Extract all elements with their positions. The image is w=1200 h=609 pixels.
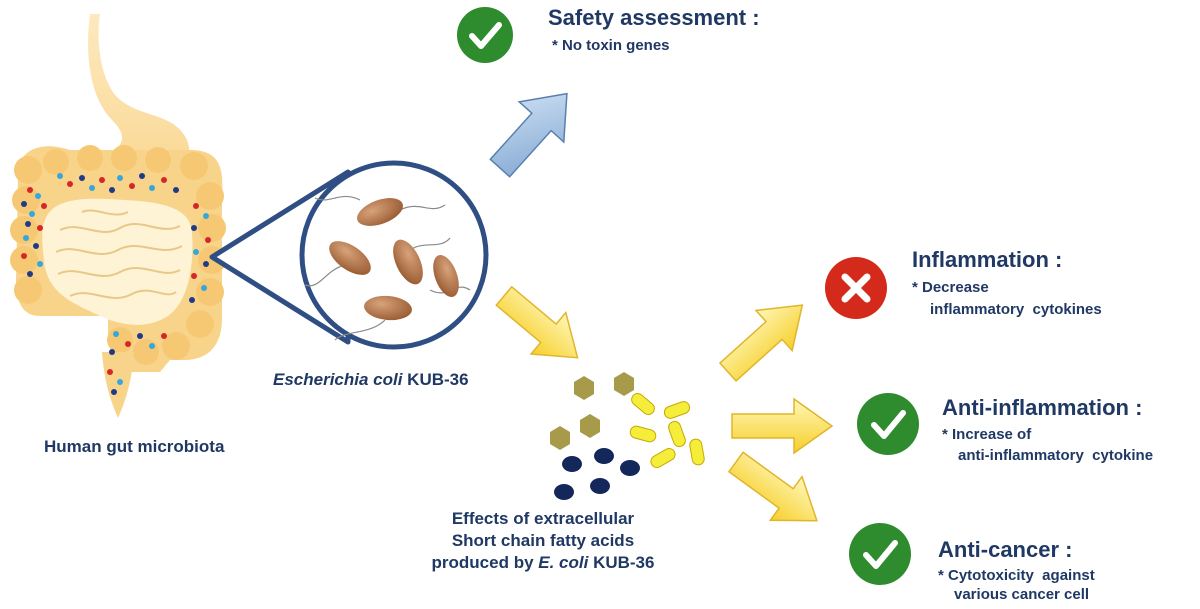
safety-title: Safety assessment : xyxy=(548,5,760,30)
inflammation-title: Inflammation : xyxy=(912,247,1063,272)
anti-cancer-title: Anti-cancer : xyxy=(938,537,1073,562)
microbe-cluster xyxy=(189,203,211,303)
rod-molecules xyxy=(629,393,705,468)
rectum-shape xyxy=(102,352,134,418)
safety-check-icon xyxy=(457,7,513,63)
magnifier-callout xyxy=(209,160,489,350)
inflammation-detail-2: inflammatory cytokines xyxy=(930,301,1102,318)
human-gut-illustration xyxy=(10,14,226,418)
inflammation-cross-icon xyxy=(825,257,887,319)
anti-cancer-check-icon xyxy=(849,523,911,585)
blue-arrow-to-safety xyxy=(489,92,568,178)
microbe-cluster xyxy=(57,173,179,193)
strain-label: Escherichia coli KUB-36 xyxy=(273,370,469,390)
anti-cancer-detail-2: various cancer cell xyxy=(954,586,1090,603)
bacterium xyxy=(393,239,423,285)
microbe-cluster xyxy=(21,187,47,277)
anti-inflammation-detail-2: anti-inflammatory cytokine xyxy=(958,447,1154,464)
bacterium xyxy=(329,241,371,275)
anti-cancer-detail-1: * Cytotoxicity against xyxy=(938,567,1095,584)
hexagon-molecules xyxy=(550,372,634,450)
gut-label: Human gut microbiota xyxy=(44,437,225,456)
bacteria-group xyxy=(304,195,471,341)
colon-bumps xyxy=(10,145,226,365)
strain-id: KUB-36 xyxy=(402,370,469,389)
yellow-arrow-to-inflammation xyxy=(718,304,804,382)
scfa-caption: Effects of extracellular Short chain fat… xyxy=(408,508,678,574)
anti-inflammation-detail-1: * Increase of xyxy=(942,426,1032,443)
strain-species: Escherichia coli xyxy=(273,370,403,389)
scfa-line-3: produced by E. coli KUB-36 xyxy=(431,553,655,572)
intestine-folds xyxy=(55,209,183,299)
microbe-clusters xyxy=(21,173,211,395)
scfa-line-1: Effects of extracellular xyxy=(451,509,635,528)
scfa-species: E. coli xyxy=(538,553,589,572)
microbe-cluster xyxy=(107,331,167,395)
safety-detail: * No toxin genes xyxy=(552,37,670,54)
bacterium xyxy=(357,198,403,226)
scfa-line-2: Short chain fatty acids xyxy=(451,531,635,550)
scfa-molecules xyxy=(550,372,705,500)
anti-inflammation-check-icon xyxy=(857,393,919,455)
anti-inflammation-title: Anti-inflammation : xyxy=(942,395,1143,420)
inflammation-detail-1: * Decrease xyxy=(912,279,989,296)
bacterium xyxy=(364,295,412,321)
oval-molecules xyxy=(554,448,640,500)
bacterium xyxy=(433,254,459,298)
yellow-arrow-to-anti-cancer xyxy=(727,451,818,522)
yellow-arrow-to-anti-inflammation xyxy=(731,397,834,455)
yellow-arrow-to-scfa xyxy=(495,285,579,359)
